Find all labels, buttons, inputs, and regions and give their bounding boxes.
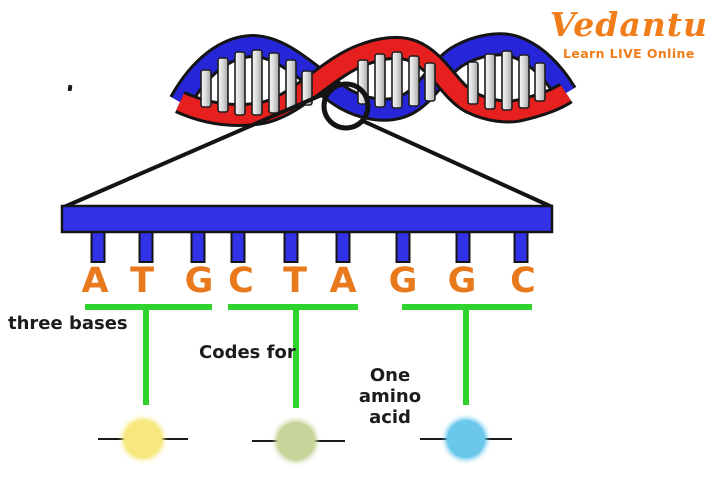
base-letter-7: G — [388, 261, 418, 301]
codon-2-connector — [293, 310, 299, 408]
amino-acid-2-circle — [277, 422, 315, 460]
label-one-amino-acid: One amino acid — [358, 365, 422, 428]
dna-strip-bar — [60, 204, 554, 234]
base-letter-5: T — [283, 261, 307, 301]
base-letter-3: G — [184, 261, 214, 301]
base-letter-9: C — [510, 261, 536, 301]
base-letter-2: T — [130, 261, 154, 301]
vedantu-logo: Vedantu Learn LIVE Online — [549, 5, 708, 62]
helix-base-pair-rungs — [200, 49, 546, 116]
callout-line-left — [63, 88, 334, 209]
codon-1-underline — [85, 304, 212, 310]
base-letter-6: A — [329, 261, 357, 301]
magnifier-circle — [321, 81, 371, 131]
brand-name: Vedantu — [549, 5, 708, 44]
amino-acid-3-circle — [447, 420, 485, 458]
label-three-bases: three bases — [8, 313, 128, 334]
ink-speck — [67, 84, 73, 92]
codon-3-connector — [463, 310, 469, 405]
codon-3-underline — [402, 304, 532, 310]
base-letter-1: A — [81, 261, 109, 301]
base-letter-4: C — [228, 261, 254, 301]
callout-line-right — [362, 119, 553, 209]
codon-2-underline — [228, 304, 358, 310]
brand-tagline: Learn LIVE Online — [562, 46, 695, 61]
base-letter-8: G — [447, 261, 477, 301]
label-codes-for: Codes for — [199, 342, 296, 363]
codon-1-connector — [143, 310, 149, 405]
dna-helix-illustration — [169, 32, 577, 127]
amino-acid-1-circle — [124, 420, 162, 458]
